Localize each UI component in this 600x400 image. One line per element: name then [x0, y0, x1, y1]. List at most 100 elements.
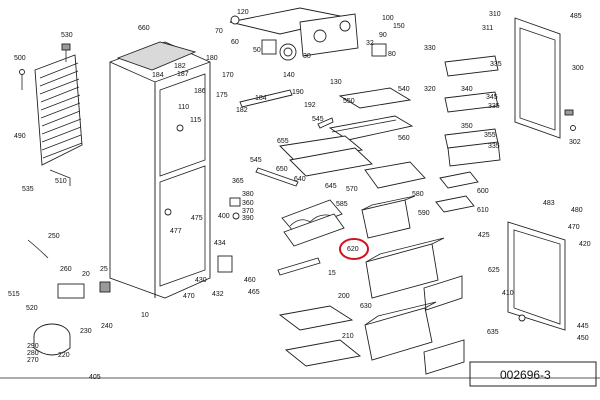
part-label-184: 184: [152, 72, 164, 79]
part-label-370: 370: [242, 208, 254, 215]
part-label-635: 635: [487, 329, 499, 336]
shelf-rails: [239, 89, 334, 187]
part-label-192: 192: [304, 102, 316, 109]
part-labels: 1015202530325060708090100110115120130140…: [8, 9, 591, 381]
part-label-560: 560: [398, 135, 410, 142]
part-label-330: 330: [424, 45, 436, 52]
part-label-475: 475: [191, 215, 203, 222]
highlight-circle: [339, 238, 369, 260]
part-label-500: 500: [14, 55, 26, 62]
part-label-335c: 335: [488, 143, 500, 150]
compressor: [27, 239, 111, 356]
part-label-311: 311: [482, 25, 493, 32]
part-label-545: 545: [312, 116, 324, 123]
part-label-180: 180: [206, 55, 218, 62]
part-label-182b: 182: [236, 107, 248, 114]
part-label-365: 365: [232, 178, 244, 185]
part-label-490: 490: [14, 133, 26, 140]
part-label-10: 10: [141, 312, 149, 319]
part-label-610: 610: [477, 207, 489, 214]
part-label-32: 32: [366, 40, 374, 47]
part-label-50: 50: [253, 47, 261, 54]
part-label-640: 640: [294, 176, 306, 183]
part-label-465: 465: [248, 289, 260, 296]
part-label-430: 430: [195, 277, 207, 284]
part-label-310: 310: [489, 11, 501, 18]
part-label-400: 400: [218, 213, 230, 220]
part-label-260: 260: [60, 266, 72, 273]
drawing-code-frame: [469, 361, 597, 387]
part-label-485: 485: [570, 13, 582, 20]
part-label-520: 520: [26, 305, 38, 312]
part-label-115: 115: [190, 117, 201, 124]
part-label-60: 60: [231, 39, 239, 46]
part-label-345: 345: [486, 94, 498, 101]
part-label-80: 80: [388, 51, 396, 58]
part-label-335: 335: [490, 61, 502, 68]
part-label-405: 405: [89, 374, 101, 381]
part-label-390: 390: [242, 215, 254, 222]
part-label-250: 250: [48, 233, 60, 240]
part-label-90: 90: [379, 32, 387, 39]
part-label-186: 186: [194, 88, 206, 95]
part-label-590: 590: [418, 210, 430, 217]
part-label-70: 70: [215, 28, 223, 35]
part-label-184b: 184: [255, 95, 267, 102]
glass-shelves: [279, 87, 426, 189]
part-label-150: 150: [393, 23, 405, 30]
part-label-570: 570: [346, 186, 358, 193]
part-label-230: 230: [80, 328, 92, 335]
part-label-335b: 335: [488, 103, 500, 110]
part-label-420: 420: [579, 241, 591, 248]
part-label-190: 190: [292, 89, 304, 96]
door-balcony-shelves: [444, 55, 501, 167]
thermostat-parts: [217, 197, 241, 273]
rail-15: [277, 257, 321, 276]
part-label-660: 660: [138, 25, 150, 32]
part-label-580: 580: [412, 191, 424, 198]
part-label-545b: 545: [250, 157, 262, 164]
part-label-550: 550: [343, 98, 355, 105]
part-label-220: 220: [58, 352, 70, 359]
part-label-645: 645: [325, 183, 337, 190]
part-label-432: 432: [212, 291, 224, 298]
part-label-30: 30: [303, 53, 311, 60]
part-label-15: 15: [328, 270, 336, 277]
condenser-coil: [34, 43, 83, 166]
cabinet-body: [109, 41, 211, 299]
part-label-20: 20: [82, 271, 90, 278]
part-label-350: 350: [461, 123, 473, 130]
part-label-530: 530: [61, 32, 73, 39]
part-label-460: 460: [244, 277, 256, 284]
part-label-182: 182: [174, 63, 186, 70]
control-panel-assembly: [229, 7, 387, 61]
freezer-door-410: [507, 221, 566, 331]
part-label-410: 410: [502, 290, 514, 297]
part-label-360: 360: [242, 200, 254, 207]
crisper-drawer-620: [365, 237, 463, 311]
part-label-300: 300: [572, 65, 584, 72]
part-label-110: 110: [178, 104, 189, 111]
part-label-480: 480: [571, 207, 583, 214]
part-label-280: 280: [27, 350, 39, 357]
part-label-470b: 470: [568, 224, 580, 231]
part-label-240: 240: [101, 323, 113, 330]
part-label-515: 515: [8, 291, 20, 298]
part-label-510: 510: [55, 178, 67, 185]
part-label-450: 450: [577, 335, 589, 342]
part-label-120: 120: [237, 9, 249, 16]
part-label-170: 170: [222, 72, 234, 79]
part-label-625: 625: [488, 267, 500, 274]
part-label-302: 302: [569, 139, 581, 146]
part-label-445: 445: [577, 323, 589, 330]
bottle-rack: [281, 199, 345, 247]
part-label-380: 380: [242, 191, 254, 198]
part-label-535: 535: [22, 186, 34, 193]
part-label-340: 340: [461, 86, 473, 93]
crisper-drawer-630: [364, 301, 465, 375]
part-label-425: 425: [478, 232, 490, 239]
part-label-655: 655: [277, 138, 289, 145]
part-label-540: 540: [398, 86, 410, 93]
part-label-434: 434: [214, 240, 226, 247]
